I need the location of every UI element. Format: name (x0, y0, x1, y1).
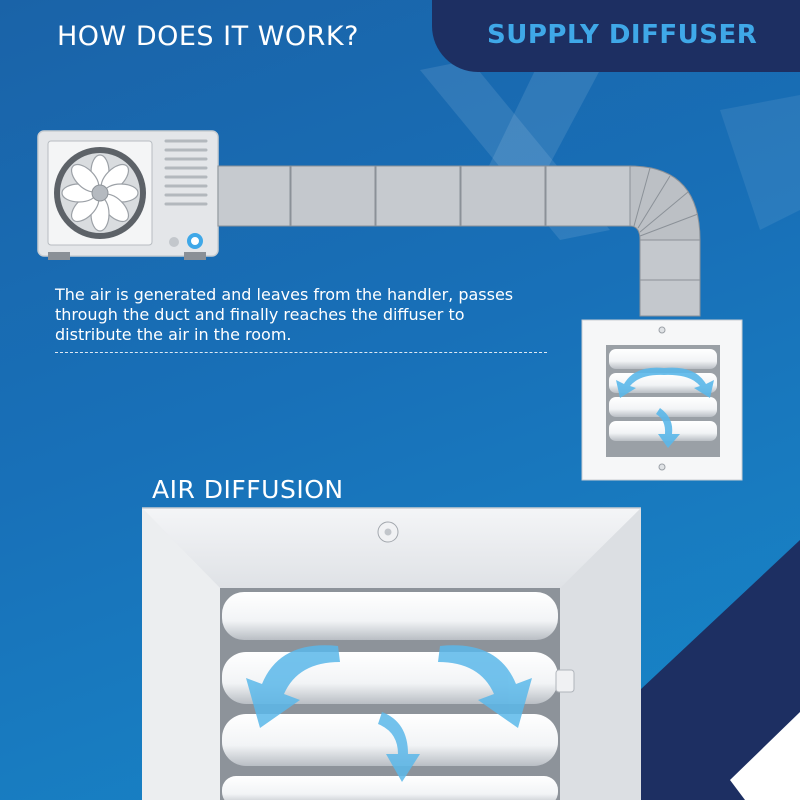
small-diffuser-icon (581, 319, 743, 481)
airflow-arrow-icon (246, 645, 532, 782)
section-title-air-diffusion: AIR DIFFUSION (152, 475, 344, 504)
page-title: HOW DOES IT WORK? (57, 21, 359, 52)
duct-icon (217, 165, 701, 317)
description-text: The air is generated and leaves from the… (55, 285, 514, 344)
decor-shape (720, 95, 800, 230)
decor-white-corner (730, 712, 800, 800)
dashed-divider (55, 352, 547, 353)
badge-label: SUPPLY DIFFUSER (487, 20, 758, 50)
section-badge: SUPPLY DIFFUSER (432, 0, 800, 72)
decor-navy-corner (640, 540, 800, 800)
airflow-arrow-icon (616, 367, 714, 448)
ac-outdoor-unit-icon (37, 130, 219, 260)
